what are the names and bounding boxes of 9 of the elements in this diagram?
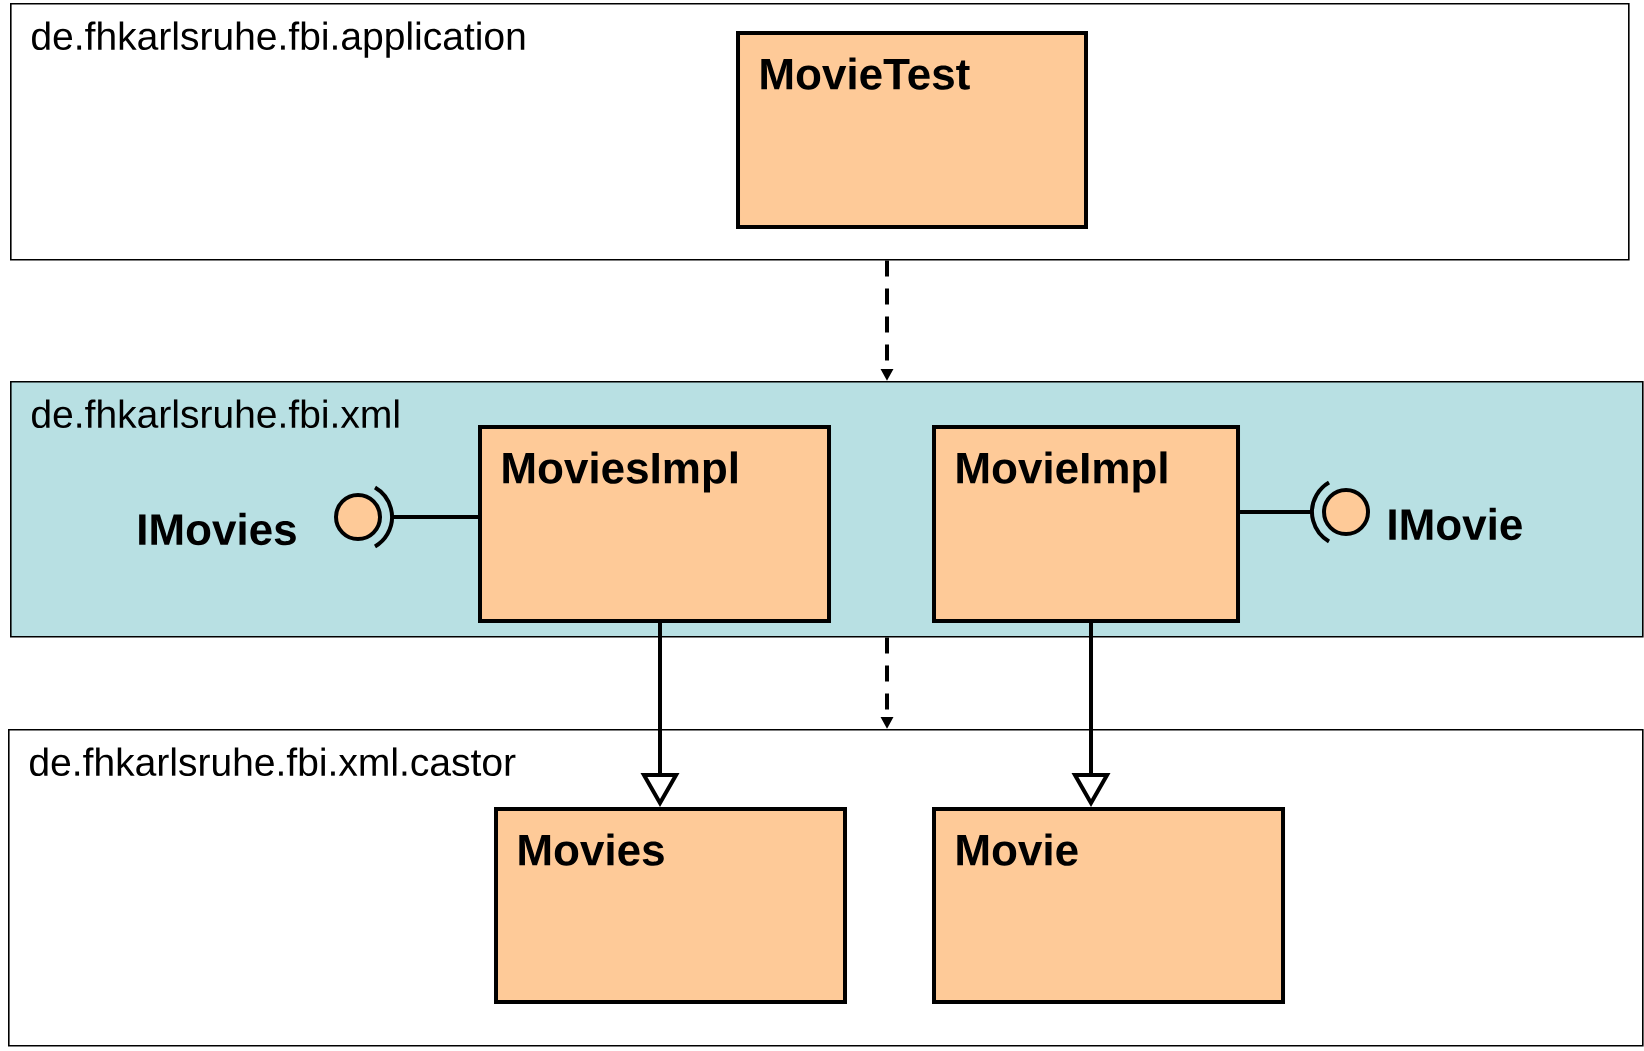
connector-line [1240,510,1312,514]
class-box: MovieImpl [932,425,1240,623]
connector-line [392,515,478,519]
interface-label: IMovies [139,512,296,546]
class-box: MovieTest [736,31,1088,229]
class-box: Movie [932,807,1285,1004]
interface-label: IMovie [1389,507,1522,541]
class-box: MoviesImpl [478,425,831,623]
class-box: Movies [494,807,847,1004]
